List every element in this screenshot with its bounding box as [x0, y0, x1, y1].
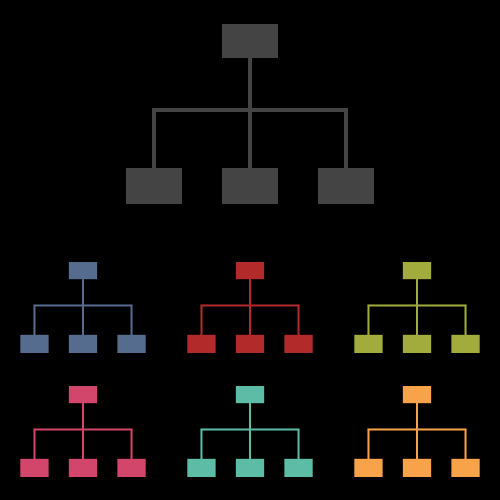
- org-chart-icon-teal: [187, 386, 313, 477]
- org-chart-icon-large: [126, 24, 374, 204]
- node-left: [354, 334, 383, 353]
- connector-vertical-top: [81, 402, 85, 429]
- connector-vertical-top: [248, 402, 252, 429]
- node-left: [126, 168, 182, 204]
- node-center: [235, 334, 265, 353]
- node-top: [68, 386, 98, 404]
- connector-center: [248, 304, 252, 336]
- node-center: [235, 458, 265, 477]
- node-center: [402, 458, 432, 477]
- node-right: [284, 458, 313, 477]
- node-center: [68, 334, 98, 353]
- node-right: [117, 458, 146, 477]
- node-top: [222, 24, 278, 58]
- node-right: [284, 334, 313, 353]
- connector-left: [200, 428, 203, 460]
- org-chart-icon-orange: [354, 386, 480, 477]
- node-top: [68, 262, 98, 280]
- connector-left: [200, 304, 203, 336]
- org-chart-icon-pink: [20, 386, 146, 477]
- connector-right: [130, 428, 133, 460]
- node-right: [451, 458, 480, 477]
- connector-right: [130, 304, 133, 336]
- connector-right: [297, 304, 300, 336]
- node-left: [20, 334, 49, 353]
- org-chart-icon-red: [187, 262, 313, 353]
- node-top: [235, 262, 265, 280]
- connector-right: [464, 428, 467, 460]
- connector-vertical-top: [415, 402, 419, 429]
- connector-vertical-top: [81, 278, 85, 305]
- org-chart-icon-blue: [20, 262, 146, 353]
- node-right: [451, 334, 480, 353]
- connector-right: [344, 108, 348, 170]
- node-left: [20, 458, 49, 477]
- connector-left: [33, 304, 36, 336]
- connector-left: [367, 304, 370, 336]
- connector-center: [248, 108, 252, 170]
- org-chart-icon-olive: [354, 262, 480, 353]
- connector-vertical-top: [248, 278, 252, 305]
- connector-center: [81, 304, 85, 336]
- node-top: [235, 386, 265, 404]
- node-right: [117, 334, 146, 353]
- connector-right: [297, 428, 300, 460]
- connector-vertical-top: [248, 56, 252, 108]
- node-left: [187, 334, 216, 353]
- node-top: [402, 386, 432, 404]
- connector-right: [464, 304, 467, 336]
- node-top: [402, 262, 432, 280]
- connector-center: [81, 428, 85, 460]
- connector-center: [415, 428, 419, 460]
- node-center: [68, 458, 98, 477]
- connector-left: [152, 108, 156, 170]
- connector-left: [33, 428, 36, 460]
- connector-left: [367, 428, 370, 460]
- connector-vertical-top: [415, 278, 419, 305]
- node-center: [402, 334, 432, 353]
- node-left: [187, 458, 216, 477]
- node-left: [354, 458, 383, 477]
- connector-center: [415, 304, 419, 336]
- node-center: [222, 168, 278, 204]
- node-right: [318, 168, 374, 204]
- connector-center: [248, 428, 252, 460]
